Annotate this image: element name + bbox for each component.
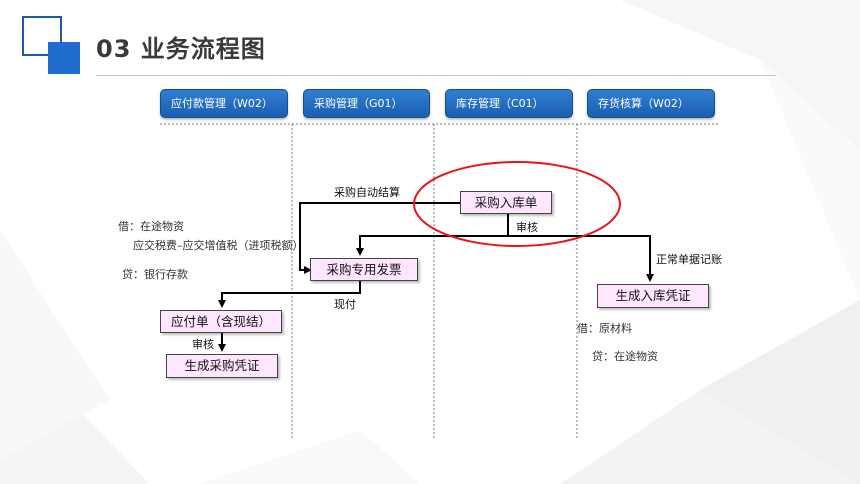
entry-right-credit: 贷：在途物资 — [592, 350, 658, 363]
entry-right-debit: 借：原材料 — [577, 322, 632, 335]
title-deco-solid-square — [48, 42, 80, 74]
node-purchase-voucher: 生成采购凭证 — [166, 354, 278, 378]
lane-costing: 存货核算（W02） — [587, 89, 715, 118]
lane-purchasing: 采购管理（G01） — [303, 89, 430, 118]
lane-payables: 应付款管理（W02） — [160, 89, 288, 118]
title-divider — [96, 75, 776, 76]
entry-left-tax: 应交税费–应交增值税（进项税额） — [133, 239, 304, 252]
label-audit-payable: 审核 — [192, 338, 214, 351]
node-inbound-order: 采购入库单 — [460, 191, 552, 214]
label-auto-settle: 采购自动结算 — [334, 186, 400, 199]
node-purchase-invoice: 采购专用发票 — [310, 258, 418, 281]
node-inbound-voucher: 生成入库凭证 — [597, 284, 709, 308]
entry-left-debit: 借：在途物资 — [118, 220, 184, 233]
page-title: 03 业务流程图 — [96, 35, 266, 63]
label-normal-posting: 正常单据记账 — [656, 253, 722, 266]
entry-left-credit: 贷：银行存款 — [122, 268, 188, 281]
node-payable-order: 应付单（含现结） — [160, 310, 282, 333]
lane-inventory: 库存管理（C01） — [445, 89, 573, 118]
label-cash-pay: 现付 — [334, 298, 356, 311]
label-audit-inbound: 审核 — [516, 221, 538, 234]
